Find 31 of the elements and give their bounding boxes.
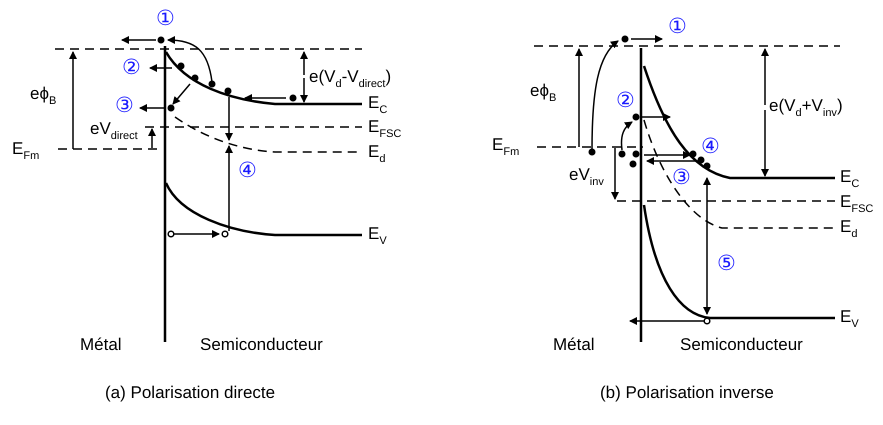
- energy-label: e(V$_{d}$+V$_{inv}$): [769, 97, 843, 119]
- energy-label: E$_{FSC}$: [840, 193, 874, 215]
- energy-label: E$_{Fm}$: [492, 136, 520, 158]
- energy-label: e(V$_{d}$-V$_{direct}$): [309, 68, 392, 90]
- region-label: Semiconducteur: [680, 336, 803, 353]
- callout-number: ②: [122, 57, 141, 78]
- energy-label: eϕ$_{B}$: [530, 82, 556, 104]
- energy-label: eV$_{direct}$: [90, 120, 138, 142]
- energy-label: E$_{d}$: [368, 143, 386, 165]
- energy-label: eV$_{inv}$: [569, 166, 604, 188]
- callout-number: ②: [616, 90, 635, 111]
- energy-label: E$_{C}$: [368, 94, 388, 116]
- energy-label: E$_{d}$: [840, 218, 858, 240]
- energy-label: E$_{C}$: [840, 168, 860, 190]
- region-label: Métal: [80, 336, 122, 353]
- energy-label: eϕ$_{B}$: [30, 85, 56, 107]
- energy-label: E$_{V}$: [368, 225, 387, 247]
- region-label: Semiconducteur: [200, 336, 323, 353]
- energy-label: E$_{V}$: [840, 308, 859, 330]
- callout-number: ③: [672, 167, 691, 188]
- callout-number: ①: [156, 8, 175, 29]
- callout-number: ⑤: [717, 253, 736, 274]
- callout-number: ④: [238, 160, 257, 181]
- panel-caption: (b) Polarisation inverse: [600, 384, 774, 401]
- callout-number: ①: [668, 16, 687, 37]
- region-label: Métal: [553, 336, 595, 353]
- energy-label: E$_{Fm}$: [12, 140, 40, 162]
- panel-caption: (a) Polarisation directe: [105, 384, 276, 401]
- callout-number: ③: [115, 95, 134, 116]
- callout-number: ④: [701, 136, 720, 157]
- energy-label: E$_{FSC}$: [368, 118, 402, 140]
